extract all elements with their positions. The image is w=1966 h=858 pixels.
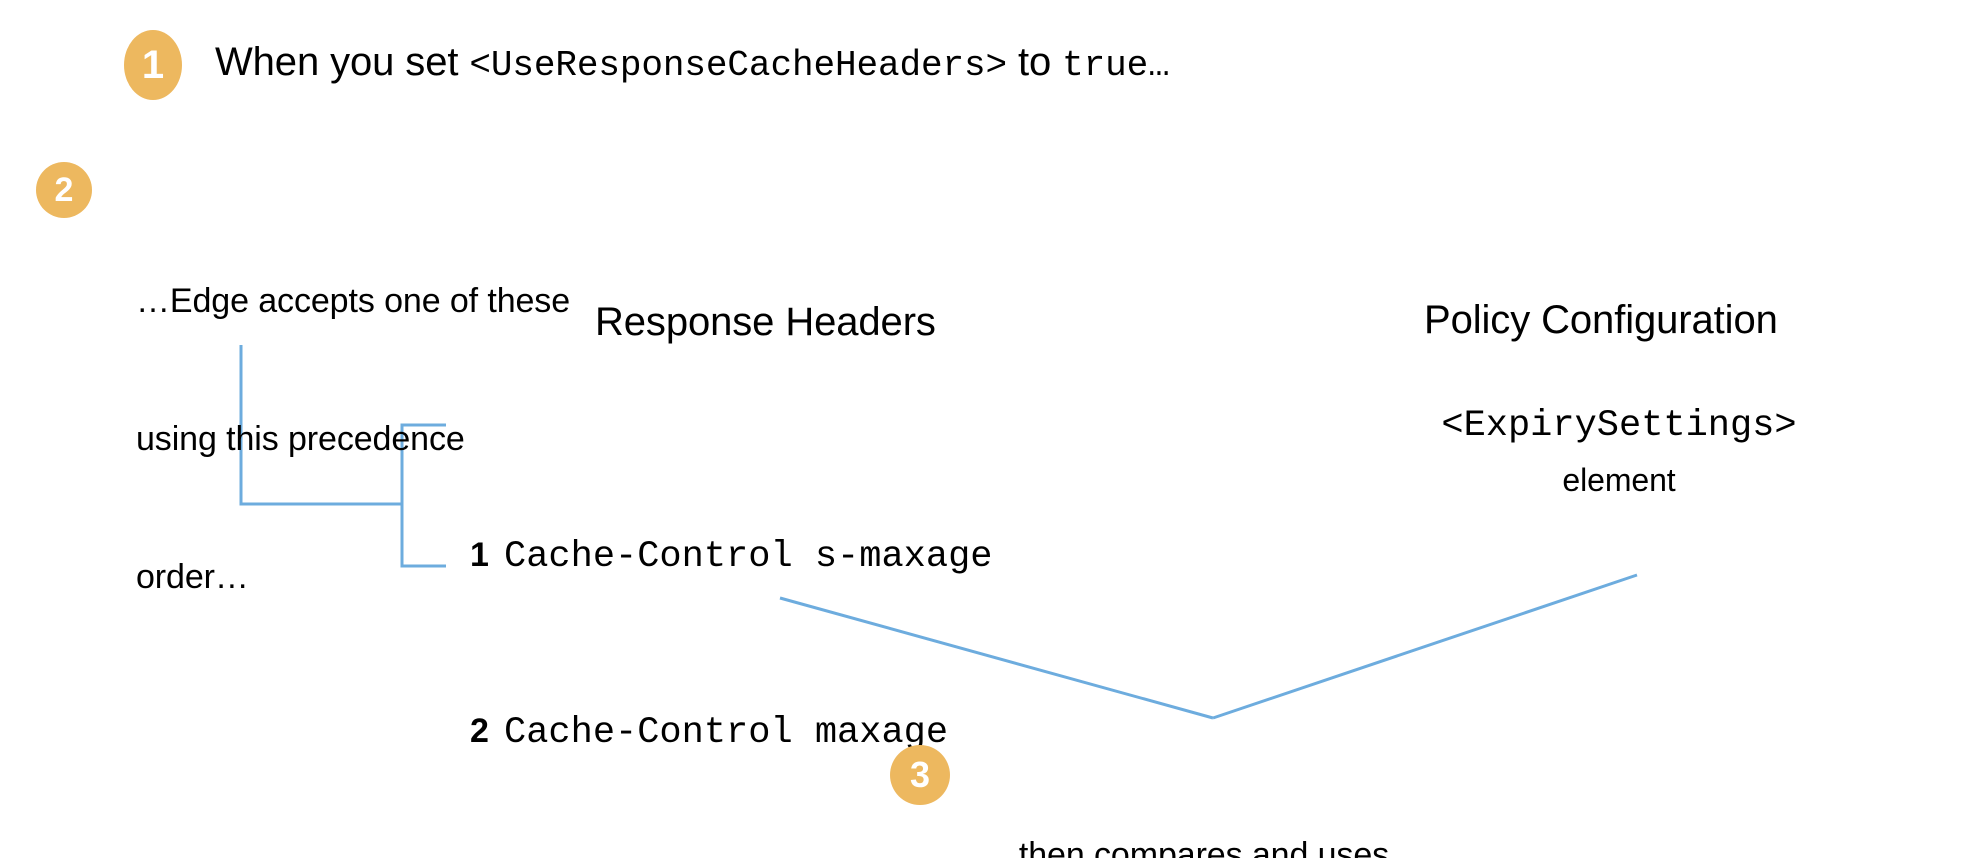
precedence-list-item: 2 Cache-Control maxage <box>470 702 992 762</box>
step-badge-3: 3 <box>890 745 950 805</box>
precedence-rank: 2 <box>470 712 489 750</box>
step-2-line-1: …Edge accepts one of these <box>136 282 571 320</box>
policy-element-word: element <box>1562 462 1676 498</box>
step-1-code-value: true… <box>1062 45 1170 86</box>
step-badge-2: 2 <box>36 162 92 218</box>
column-header-response-headers: Response Headers <box>595 300 936 344</box>
step-3-line-1: …then compares and uses <box>985 836 1390 858</box>
step-1-code-element: <UseResponseCacheHeaders> <box>469 45 1007 86</box>
step-2-line-2: using this precedence <box>136 420 465 458</box>
column-header-policy-configuration: Policy Configuration <box>1424 298 1778 342</box>
policy-element-code: <ExpirySettings> <box>1441 405 1797 447</box>
step-2-line-3: order… <box>136 558 249 596</box>
precedence-list: 1 Cache-Control s-maxage 2 Cache-Control… <box>470 410 992 858</box>
precedence-label: Cache-Control s-maxage <box>504 536 993 578</box>
step-1-statement: When you set <UseResponseCacheHeaders> t… <box>215 40 1170 86</box>
step-2-description: …Edge accepts one of these using this pr… <box>136 186 570 692</box>
step-3-description: …then compares and uses the lesser of th… <box>985 740 1455 858</box>
precedence-rank: 1 <box>470 536 489 574</box>
precedence-list-item: 1 Cache-Control s-maxage <box>470 526 992 586</box>
step-1-text-before: When you set <box>215 40 470 84</box>
step-badge-1: 1 <box>124 30 182 100</box>
step-1-text-after: to <box>1006 40 1063 84</box>
precedence-label: Cache-Control maxage <box>504 712 949 754</box>
connector-v-right-arm <box>1212 573 1638 720</box>
